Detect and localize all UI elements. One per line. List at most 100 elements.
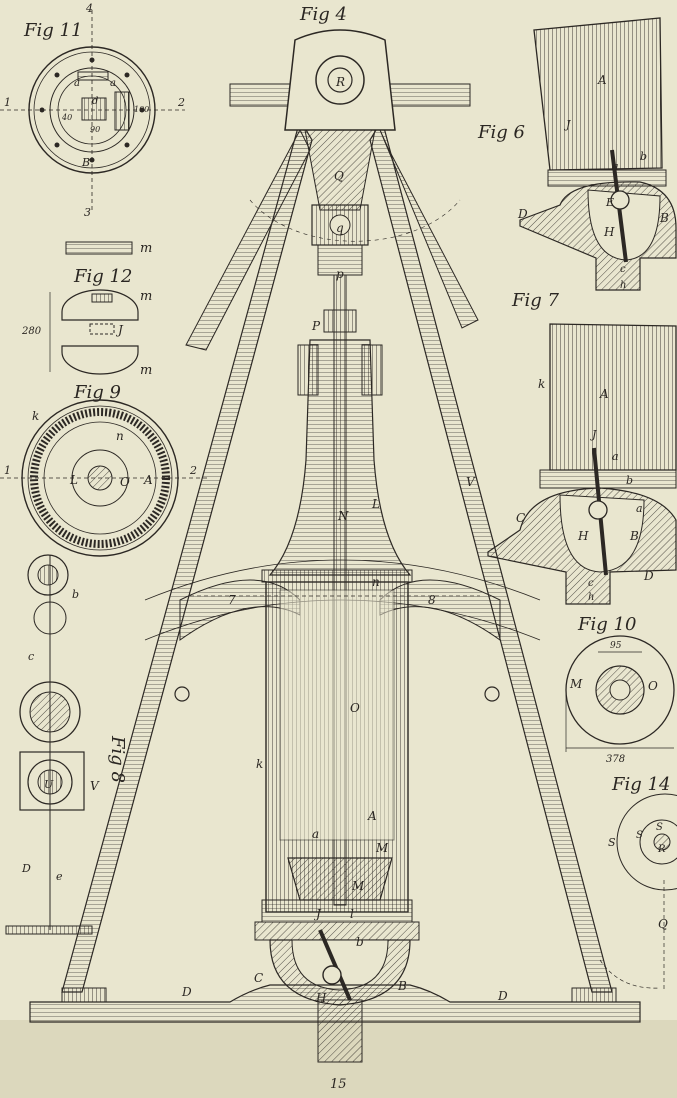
fig9-label: O bbox=[120, 475, 130, 489]
fig4-label: q bbox=[336, 221, 344, 235]
fig10-caption: Fig 10 bbox=[577, 614, 636, 635]
plate-number: 15 bbox=[330, 1077, 347, 1092]
fig4-label: C bbox=[254, 971, 263, 985]
fig6-label: h bbox=[620, 280, 626, 291]
fig12-label: m bbox=[140, 289, 152, 304]
fig11-label: d bbox=[92, 96, 98, 107]
figure-12: m Fig 12 m m J 280 bbox=[21, 241, 152, 378]
fig4-caption: Fig 4 bbox=[299, 4, 347, 25]
fig6-label: A bbox=[597, 73, 607, 87]
fig7-label: h bbox=[588, 592, 594, 603]
fig4-label: D bbox=[497, 989, 508, 1003]
fig12-label: m bbox=[140, 363, 152, 378]
fig11-label: 2 bbox=[177, 96, 185, 109]
fig14-label: S bbox=[608, 836, 616, 849]
fig14-label: S bbox=[656, 822, 663, 833]
fig4-label: L bbox=[371, 497, 380, 511]
figure-4: Fig 4 bbox=[29, 4, 641, 1063]
fig6-label: D bbox=[517, 207, 528, 221]
fig4-label: n bbox=[372, 575, 380, 589]
fig11-label: 1 bbox=[4, 96, 11, 109]
fig7-caption: Fig 7 bbox=[511, 290, 559, 311]
fig11-label: a bbox=[74, 78, 80, 89]
fig4-label: V bbox=[466, 475, 476, 489]
fig12-label: 280 bbox=[21, 326, 42, 337]
fig10-label: 95 bbox=[610, 641, 622, 651]
figure-9: Fig 9 1 2 k n L O A bbox=[0, 382, 210, 557]
fig11-label: 40 bbox=[61, 113, 72, 122]
fig4-label: A bbox=[367, 809, 377, 823]
fig6-label: B bbox=[659, 211, 669, 225]
fig7-label: C bbox=[516, 511, 525, 525]
fig4-label: a bbox=[312, 827, 319, 841]
fig11-label: 3 bbox=[84, 206, 91, 219]
fig7-label: D bbox=[643, 569, 654, 583]
fig7-label: k bbox=[538, 377, 545, 391]
fig11-label: a bbox=[110, 78, 116, 89]
fig11-caption: Fig 11 bbox=[23, 20, 82, 41]
fig4-label: P bbox=[311, 319, 321, 333]
fig4-label: D bbox=[181, 985, 192, 999]
fig12-caption: Fig 12 bbox=[73, 266, 132, 287]
fig11-label: 100 bbox=[134, 105, 149, 114]
fig4-label: 8 bbox=[428, 593, 436, 607]
fig9-label: n bbox=[116, 429, 124, 443]
fig14-label: R bbox=[657, 844, 666, 855]
fig8-label: D bbox=[21, 862, 31, 875]
fig12-label: J bbox=[115, 323, 124, 337]
fig9-label: 2 bbox=[189, 464, 197, 477]
fig4-label: O bbox=[350, 701, 360, 715]
fig4-label: M bbox=[351, 879, 365, 893]
fig7-label: b bbox=[626, 474, 633, 487]
fig11-label: 90 bbox=[90, 125, 100, 134]
fig7-label: c bbox=[588, 578, 594, 589]
fig4-label: H bbox=[315, 991, 327, 1005]
fig9-label: 1 bbox=[4, 464, 11, 477]
fig8-label: V bbox=[90, 779, 100, 793]
fig10-label: M bbox=[569, 677, 583, 691]
figure-8: Fig 8 V U b c e D bbox=[5, 554, 128, 935]
figure-6: Fig 6 A J a b D E B H c h bbox=[477, 17, 677, 291]
fig4-label: b bbox=[356, 935, 364, 949]
fig7-label: a bbox=[636, 502, 643, 515]
fig8-label: e bbox=[56, 870, 63, 883]
fig10-label: 378 bbox=[606, 754, 625, 765]
figure-14: Fig 14 S S S R Q bbox=[599, 774, 677, 990]
fig10-label: O bbox=[648, 679, 658, 693]
fig4-label: p bbox=[336, 267, 344, 281]
fig8-label: c bbox=[28, 650, 34, 663]
fig12-label: m bbox=[140, 241, 152, 256]
fig4-label: N bbox=[337, 509, 349, 523]
figure-10: Fig 10 M O 95 378 bbox=[565, 614, 675, 765]
fig11-label: B bbox=[81, 156, 90, 169]
fig4-label: Q bbox=[334, 169, 344, 183]
fig7-label: H bbox=[577, 529, 589, 543]
fig4-label: l bbox=[350, 907, 354, 921]
fig7-label: J bbox=[590, 428, 597, 441]
fig4-label: B bbox=[397, 979, 407, 993]
fig7-label: B bbox=[629, 529, 639, 543]
fig4-label: 7 bbox=[228, 593, 236, 607]
fig14-caption: Fig 14 bbox=[611, 774, 670, 795]
fig4-label: J bbox=[313, 907, 322, 921]
fig9-label: A bbox=[143, 473, 153, 487]
fig6-label: a bbox=[612, 160, 619, 173]
fig7-label: A bbox=[599, 387, 609, 401]
fig11-label: 4 bbox=[85, 2, 93, 15]
fig4-label: M bbox=[375, 841, 389, 855]
fig8-label: b bbox=[72, 588, 79, 601]
fig6-label: E bbox=[605, 196, 614, 209]
figure-7: Fig 7 k A J a b C B H D c h a bbox=[487, 290, 677, 605]
fig4-label: k bbox=[256, 757, 263, 771]
fig8-label: U bbox=[44, 778, 54, 791]
figure-11: Fig 11 1 2 3 4 a a d B 40 100 90 bbox=[0, 2, 185, 219]
fig6-label: b bbox=[640, 150, 647, 163]
fig6-label: H bbox=[603, 225, 615, 239]
fig6-caption: Fig 6 bbox=[477, 122, 525, 143]
fig9-label: L bbox=[69, 473, 78, 487]
fig9-caption: Fig 9 bbox=[73, 382, 121, 403]
fig7-label: a bbox=[612, 450, 619, 463]
fig14-label: S bbox=[636, 830, 643, 841]
fig6-label: J bbox=[564, 118, 571, 131]
fig6-label: c bbox=[620, 264, 626, 275]
